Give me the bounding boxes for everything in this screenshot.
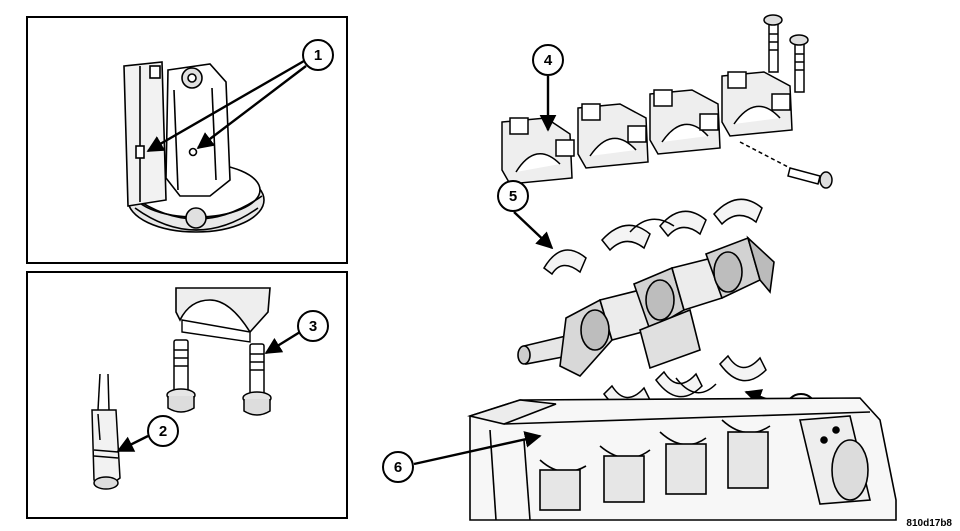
callout-6-label: 6 — [394, 459, 402, 476]
upper-bearing-shells — [543, 198, 763, 276]
callout-2-label: 2 — [159, 423, 167, 440]
callout-4-label: 4 — [544, 52, 553, 69]
callout-1-label: 1 — [314, 47, 322, 64]
crankshaft-illustration — [517, 235, 775, 377]
callout-2-leader — [116, 434, 149, 453]
rod-bolt-right — [242, 343, 272, 416]
piston-illustration — [123, 61, 265, 233]
thread-protector-tool — [91, 373, 121, 490]
callout-3-label: 3 — [309, 318, 317, 335]
callout-3-leader — [264, 330, 301, 355]
panel-connecting-rod: 1 — [26, 16, 348, 264]
callout-5: 5 — [497, 180, 529, 212]
figure-code: 810d17b8 — [906, 518, 952, 529]
callout-1: 1 — [302, 39, 334, 71]
callout-6: 6 — [382, 451, 414, 483]
callout-4: 4 — [532, 44, 564, 76]
callout-6-leader — [413, 431, 542, 466]
callout-3: 3 — [297, 310, 329, 342]
main-cap-bolts — [739, 14, 833, 189]
panel-rod-cap-bolts: 3 2 — [26, 271, 348, 519]
main-bearing-caps — [501, 71, 793, 185]
callout-5-leader — [513, 211, 554, 250]
callout-1-leader-a — [146, 59, 305, 153]
rod-cap-illustration — [175, 287, 271, 334]
callout-1-leader-b — [196, 65, 307, 150]
rod-bolt-left — [166, 339, 196, 413]
callout-5-label: 5 — [509, 188, 517, 205]
callout-2: 2 — [147, 415, 179, 447]
engine-block-illustration — [467, 397, 897, 521]
